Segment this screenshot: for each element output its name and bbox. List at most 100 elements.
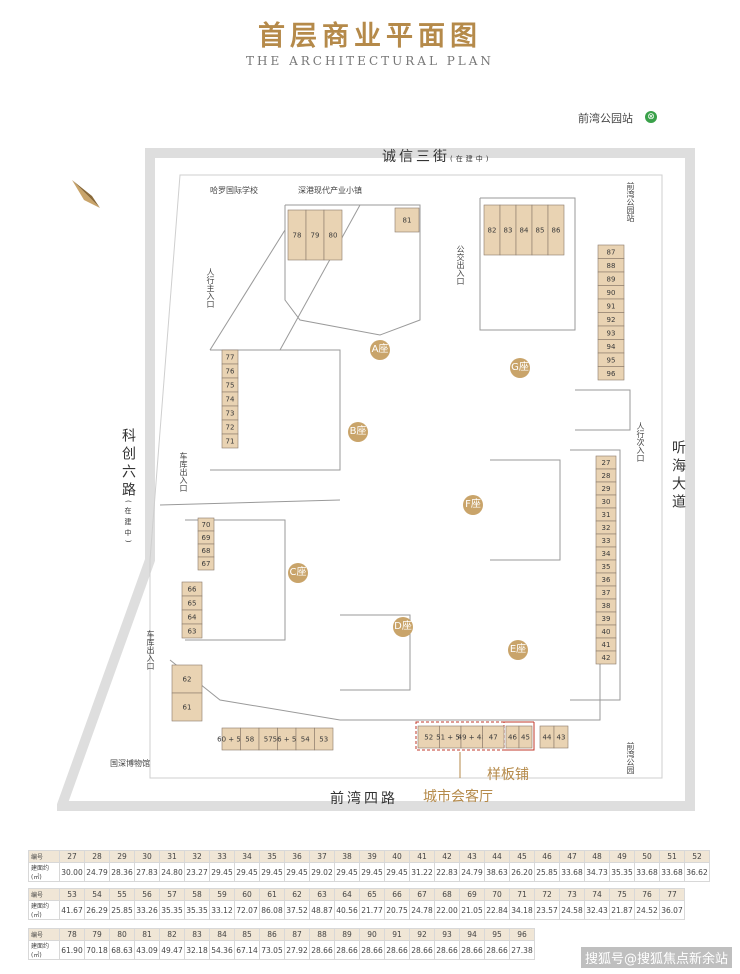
shop-number: 72	[226, 424, 235, 432]
area-cell: 68.63	[109, 940, 135, 960]
area-cell: 28.66	[359, 940, 385, 960]
area-cell: 37.52	[284, 900, 310, 920]
shop-number-cell: 73	[559, 888, 585, 901]
sales-hall-label: 城市会客厅	[423, 789, 493, 805]
shop-number: 68	[202, 547, 211, 555]
shop-number: 49 + 48	[458, 734, 486, 742]
shop-number-cell: 60	[234, 888, 260, 901]
shop-number-cell: 66	[384, 888, 410, 901]
area-cell: 29.45	[384, 862, 410, 882]
sample-shop-label: 样板铺	[487, 767, 529, 783]
shop-number: 85	[536, 227, 545, 235]
area-cell: 29.45	[209, 862, 235, 882]
shop-number: 74	[226, 396, 235, 404]
road-north: 诚信三街(在建中)	[382, 149, 492, 165]
bus-entry-label: 公交出入口	[456, 245, 465, 285]
shop-number: 86	[552, 227, 561, 235]
shop-number-cell: 61	[259, 888, 285, 901]
shop-number: 43	[557, 734, 566, 742]
metro-icon: ⊗	[645, 111, 657, 123]
shop-unit	[597, 366, 625, 381]
shop-number: 46	[508, 734, 517, 742]
car-entry-label-1: 车库出入口	[179, 452, 188, 492]
shop-number: 32	[602, 524, 611, 532]
shop-number-cell: 50	[634, 850, 660, 863]
shop-number-cell: 58	[184, 888, 210, 901]
area-cell: 31.22	[409, 862, 435, 882]
area-cell: 26.20	[509, 862, 535, 882]
shop-unit	[553, 725, 569, 749]
shop-number-cell: 63	[309, 888, 335, 901]
area-cell: 49.47	[159, 940, 185, 960]
shop-number-cell: 52	[684, 850, 710, 863]
shop-number: 44	[543, 734, 552, 742]
shop-number-cell: 40	[384, 850, 410, 863]
area-cell: 20.75	[384, 900, 410, 920]
shop-unit	[595, 650, 617, 665]
shop-number: 84	[520, 227, 529, 235]
shop-number-cell: 57	[159, 888, 185, 901]
park-station-north-label: 前湾公园站	[626, 182, 635, 222]
shop-number-cell: 55	[109, 888, 135, 901]
area-cell: 24.80	[159, 862, 185, 882]
shop-number-cell: 69	[459, 888, 485, 901]
road-west: 科创六路(在建中)	[120, 428, 136, 547]
area-cell: 22.83	[434, 862, 460, 882]
shop-number-cell: 78	[59, 928, 85, 941]
area-cell: 23.57	[534, 900, 560, 920]
shop-number: 81	[403, 217, 412, 225]
shop-unit	[323, 209, 343, 261]
area-cell: 43.09	[134, 940, 160, 960]
shop-number: 79	[311, 232, 320, 240]
shop-number: 89	[607, 275, 616, 283]
shop-number-cell: 28	[84, 850, 110, 863]
area-cell: 24.79	[84, 862, 110, 882]
row-label: 编号	[28, 888, 60, 901]
shop-number: 64	[188, 614, 197, 622]
shop-number-cell: 86	[259, 928, 285, 941]
shop-number: 40	[602, 628, 611, 636]
road-east: 听海大道	[670, 440, 686, 512]
shop-number-cell: 96	[509, 928, 535, 941]
area-cell: 28.66	[484, 940, 510, 960]
shop-number-cell: 43	[459, 850, 485, 863]
shop-number: 31	[602, 511, 611, 519]
area-cell: 72.07	[234, 900, 260, 920]
shop-number-cell: 68	[434, 888, 460, 901]
shop-number: 39	[602, 615, 611, 623]
school-label: 哈罗国际学校	[210, 186, 258, 195]
shop-number-cell: 30	[134, 850, 160, 863]
area-cell: 22.84	[484, 900, 510, 920]
shop-number-cell: 92	[409, 928, 435, 941]
shop-number: 80	[329, 232, 338, 240]
shop-number-cell: 91	[384, 928, 410, 941]
shop-number-cell: 76	[634, 888, 660, 901]
shop-number: 67	[202, 560, 211, 568]
shop-number-cell: 56	[134, 888, 160, 901]
area-cell: 48.87	[309, 900, 335, 920]
shop-number-cell: 88	[309, 928, 335, 941]
north-arrow-icon	[72, 180, 100, 208]
area-cell: 40.56	[334, 900, 360, 920]
shop-number: 63	[188, 628, 197, 636]
area-cell: 24.79	[459, 862, 485, 882]
block-d-badge: D座	[393, 617, 413, 637]
shop-number: 56 + 55	[273, 736, 301, 744]
area-cell: 73.05	[259, 940, 285, 960]
shop-unit	[314, 727, 334, 751]
area-cell: 36.62	[684, 862, 710, 882]
area-cell: 61.90	[59, 940, 85, 960]
shop-number-cell: 75	[609, 888, 635, 901]
shop-number-cell: 59	[209, 888, 235, 901]
area-cell: 29.45	[259, 862, 285, 882]
shop-number-cell: 85	[234, 928, 260, 941]
shop-number-cell: 62	[284, 888, 310, 901]
shop-number-cell: 49	[609, 850, 635, 863]
area-cell: 22.00	[434, 900, 460, 920]
area-cell: 33.68	[659, 862, 685, 882]
area-cell: 27.92	[284, 940, 310, 960]
area-cell: 29.02	[309, 862, 335, 882]
